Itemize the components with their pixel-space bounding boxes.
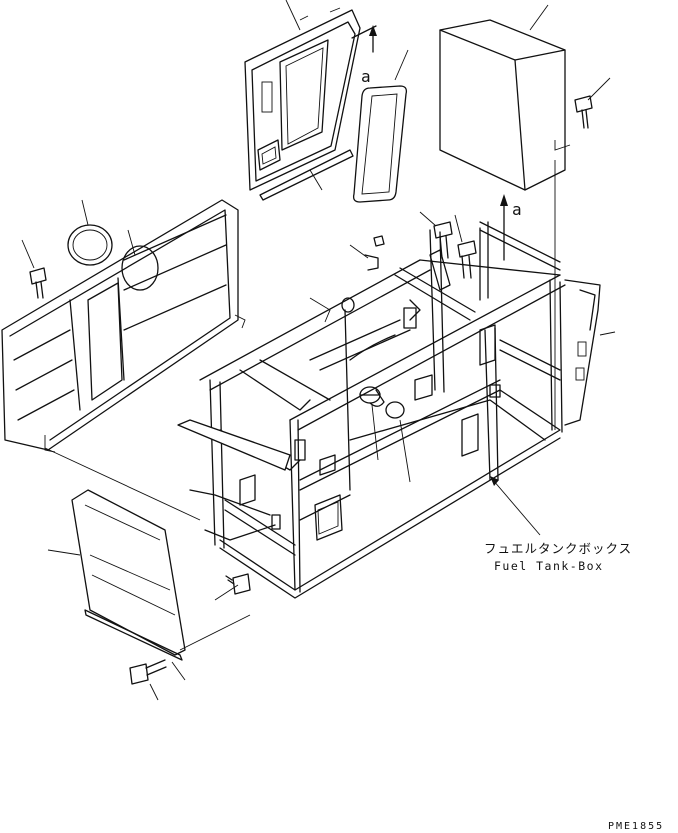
ring-gasket <box>67 199 113 266</box>
spacer-cylinders <box>359 386 411 483</box>
fuel-tank-box-frame <box>177 221 616 599</box>
door-panel <box>244 7 361 191</box>
bottom-cover-plate <box>47 489 186 661</box>
arrow-label-lower: a <box>512 200 522 219</box>
bolt-frame-b <box>454 214 477 279</box>
window-seal <box>352 49 409 203</box>
bolt-bottom-center <box>214 573 251 601</box>
bolt-bottom-left <box>129 659 167 701</box>
callout-en-label: Fuel Tank-Box <box>494 559 604 573</box>
callout-jp-label: フュエルタンクボックス <box>484 541 632 556</box>
bolt-top-right <box>574 77 611 129</box>
bolt-left <box>21 239 47 299</box>
left-side-panel <box>1 199 246 453</box>
arrow-label-upper: a <box>361 67 371 86</box>
box-cover <box>439 4 571 191</box>
drawing-code: PME1855 <box>608 821 664 832</box>
small-bracket-parts <box>309 235 451 323</box>
door-strip <box>259 149 354 201</box>
arrow-mark-lower: a <box>500 194 522 261</box>
arrow-mark-upper: a <box>361 25 377 86</box>
bolt-frame-a <box>419 211 453 259</box>
callout-leader <box>490 476 541 536</box>
